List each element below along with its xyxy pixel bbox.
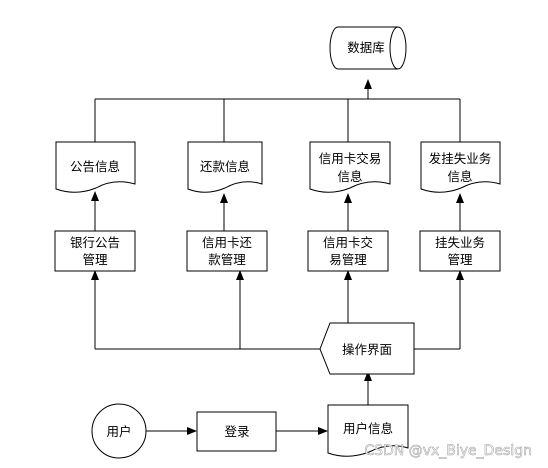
user-node: 用户: [91, 403, 147, 459]
box-trade-manage-shape: [307, 230, 389, 272]
box-repay-manage: 信用卡还 款管理: [186, 230, 268, 272]
interface-shape: [319, 322, 415, 375]
box-repay-manage-line1: 信用卡还: [202, 235, 253, 250]
box-bank-manage-line2: 管理: [82, 252, 108, 267]
doc-loss: 发挂失业务 信息: [420, 141, 501, 193]
database-label: 数据库: [347, 40, 385, 55]
login-label: 登录: [224, 424, 249, 439]
edges: [91, 79, 464, 435]
box-loss-manage-line2: 管理: [447, 252, 473, 267]
userinfo-node: 用户信息: [327, 404, 409, 457]
box-repay-manage-shape: [186, 230, 268, 272]
box-trade-manage-line2: 易管理: [329, 252, 367, 267]
user-shape: [91, 403, 147, 459]
doc-repay: 还款信息: [187, 141, 263, 193]
doc-loss-label-line1: 发挂失业务: [429, 151, 492, 166]
doc-trade: 信用卡交易 信息: [309, 141, 391, 193]
doc-trade-label-line1: 信用卡交易: [319, 151, 382, 166]
box-trade-manage: 信用卡交 易管理: [307, 230, 389, 272]
box-bank-manage-line1: 银行公告: [70, 235, 120, 250]
interface-node: 操作界面: [319, 322, 415, 375]
doc-announce-shape: [55, 141, 136, 193]
watermark: CSDN @vx_Biye_Design: [364, 443, 532, 459]
doc-trade-shape: [309, 141, 391, 193]
userinfo-label: 用户信息: [343, 421, 393, 436]
box-bank-manage-shape: [54, 230, 136, 272]
user-label: 用户: [106, 424, 131, 439]
doc-announce-label: 公告信息: [70, 159, 120, 174]
doc-trade-label-line2: 信息: [337, 169, 362, 184]
doc-loss-label-line2: 信息: [447, 169, 472, 184]
doc-repay-label: 还款信息: [200, 159, 250, 174]
database-inner-curve: [389, 26, 399, 70]
login-node: 登录: [196, 411, 277, 452]
doc-loss-shape: [420, 141, 501, 193]
database-node: 数据库: [329, 26, 407, 70]
doc-repay-shape: [187, 141, 263, 193]
box-loss-manage-shape: [419, 230, 501, 272]
box-bank-manage: 银行公告 管理: [54, 230, 136, 272]
interface-label: 操作界面: [342, 342, 392, 357]
box-loss-manage-line1: 挂失业务: [435, 235, 485, 250]
box-repay-manage-line2: 款管理: [208, 252, 246, 267]
box-loss-manage: 挂失业务 管理: [419, 230, 501, 272]
userinfo-shape: [327, 404, 409, 457]
box-trade-manage-line1: 信用卡交: [323, 235, 373, 250]
login-shape: [196, 411, 277, 452]
doc-announce: 公告信息: [55, 141, 136, 193]
